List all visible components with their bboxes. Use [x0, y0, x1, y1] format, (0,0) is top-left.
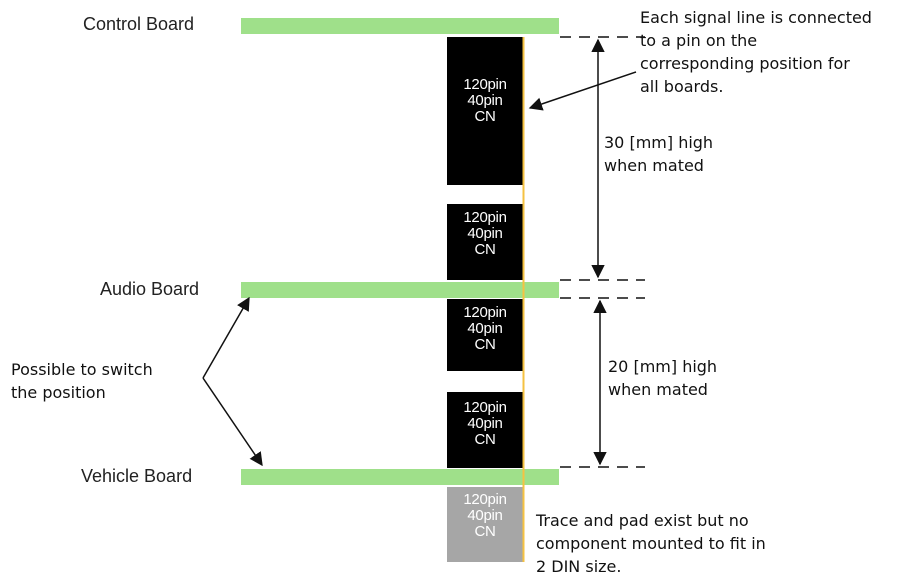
- audio-board: [241, 282, 559, 298]
- connector-unmounted: 120pin 40pin CN: [447, 487, 523, 562]
- connector-1: 120pin 40pin CN: [447, 37, 523, 185]
- signal-note: Each signal line is connected to a pin o…: [640, 8, 872, 96]
- audio-board-label: Audio Board: [100, 279, 200, 299]
- vehicle-board-label: Vehicle Board: [81, 466, 193, 486]
- vehicle-board: [241, 469, 559, 485]
- reference-dashes: [560, 36, 645, 468]
- connector-2: 120pin 40pin CN: [447, 204, 523, 280]
- switch-arrow-down: [202, 377, 263, 467]
- unmounted-note: Trace and pad exist but no component mou…: [536, 511, 766, 576]
- height-20-note: 20 [mm] high when mated: [608, 357, 718, 399]
- connector-4: 120pin 40pin CN: [447, 392, 523, 468]
- switch-arrow-up: [202, 296, 250, 379]
- control-board-label: Control Board: [83, 14, 195, 34]
- height-30-note: 30 [mm] high when mated: [604, 133, 714, 175]
- control-board: [241, 18, 559, 34]
- connector-3: 120pin 40pin CN: [447, 299, 523, 371]
- switch-note: Possible to switch the position: [11, 360, 153, 402]
- signal-callout-arrow: [528, 71, 637, 111]
